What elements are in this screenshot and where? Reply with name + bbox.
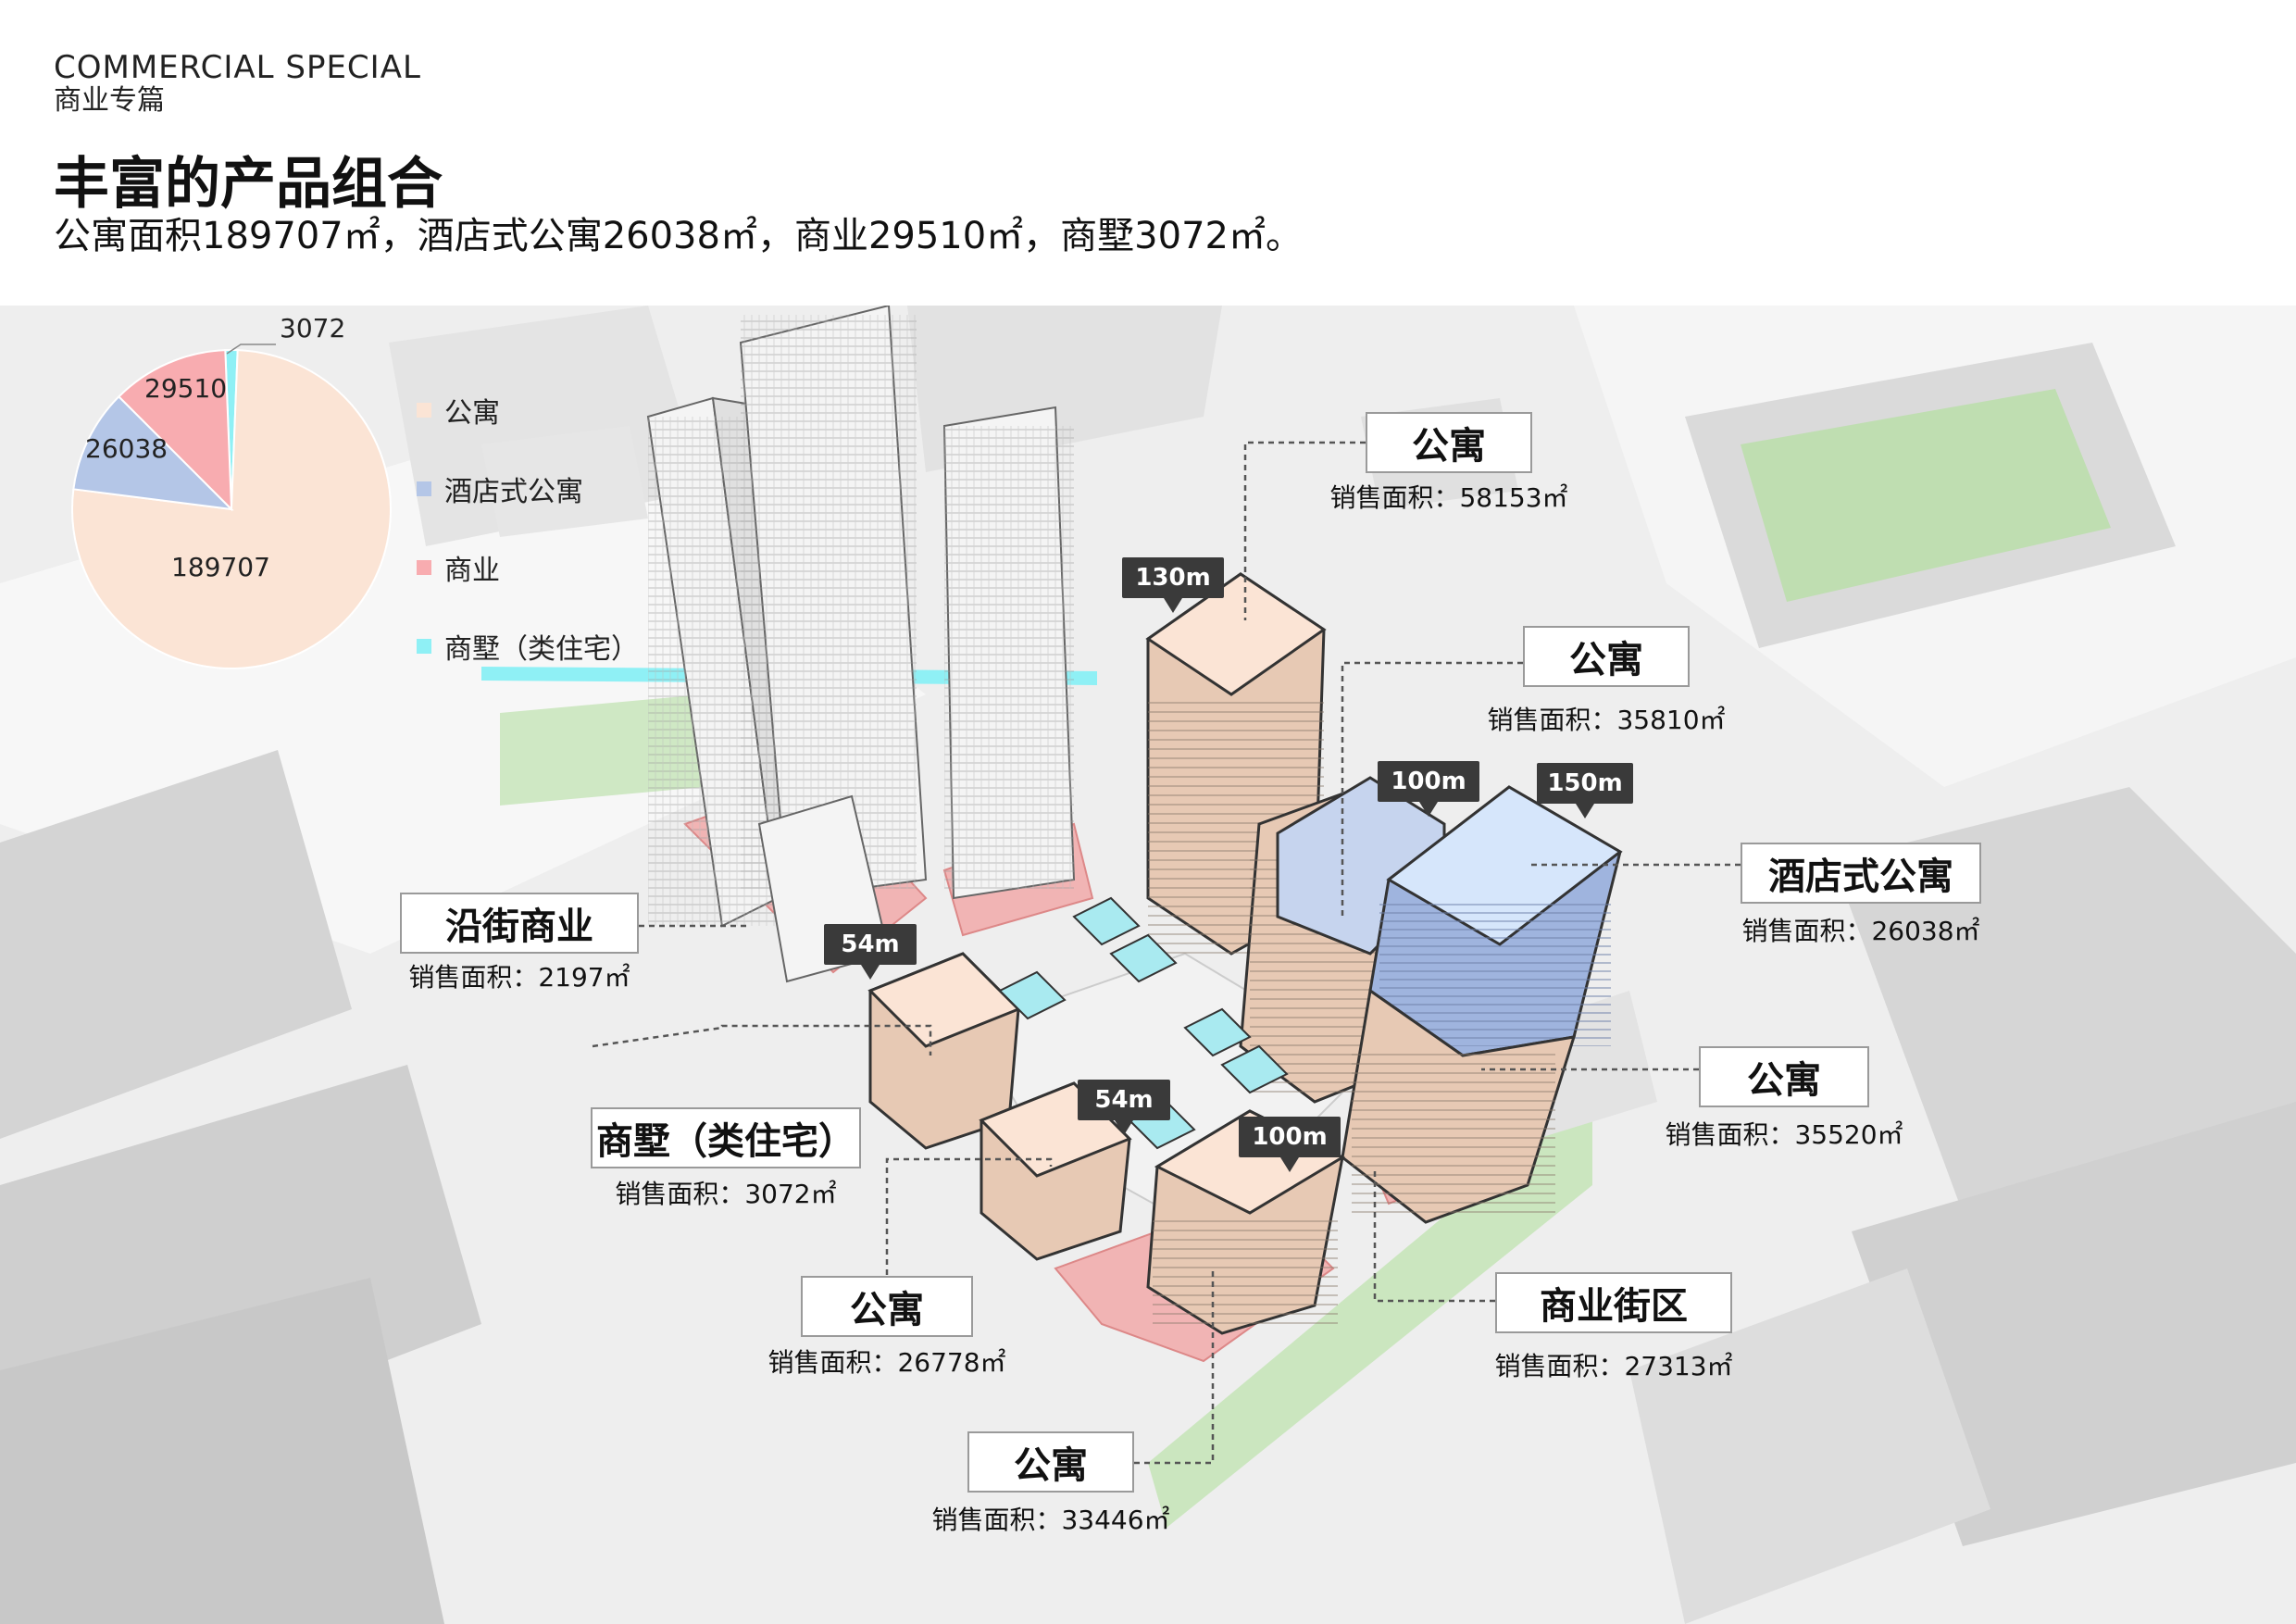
page-subtitle: 公寓面积189707㎡，酒店式公寓26038㎡，商业29510㎡，商墅3072㎡… [54,215,1303,257]
legend-label: 酒店式公寓 [444,475,583,508]
callout-apartment-33446: 公寓 [967,1431,1134,1493]
townhouses [867,896,1289,1261]
pie-label-apartment: 189707 [171,552,270,582]
height-badge-100m-b: 100m [1239,1117,1341,1172]
legend-item-townhouse: 商墅（类住宅） [417,606,639,685]
pie-slice-2 [117,349,233,512]
callout-area-2197: 销售面积：2197㎡ [408,962,630,993]
height-badge-54m-a: 54m [824,924,917,980]
white-towers [646,306,1076,983]
height-badge-100m-a: 100m [1378,761,1479,817]
tower-apartment-right [1341,988,1577,1224]
callout-townhouse: 商墅（类住宅） [591,1107,861,1168]
callout-area-58153: 销售面积：58153㎡ [1329,482,1568,513]
pie-legend: 公寓 酒店式公寓 商业 商墅（类住宅） [417,370,639,685]
site-aerial-view [0,306,2296,1624]
legend-swatch [417,559,431,575]
pie-label-townhouse: 3072 [280,313,346,344]
legend-swatch [417,481,431,496]
height-badge-150m: 150m [1537,763,1633,818]
pie-leader-line [226,344,276,355]
pie-label-commercial: 29510 [144,373,228,404]
callout-area-26038: 销售面积：26038㎡ [1741,916,1980,946]
callout-commercial-street: 商业街区 [1495,1272,1732,1333]
legend-label: 公寓 [444,396,500,430]
legend-item-hotel-apartment: 酒店式公寓 [417,449,639,528]
tower-hotel-apartment-150 [1276,776,1623,1057]
callout-apartment-26778: 公寓 [801,1276,973,1337]
callout-apartment-35810: 公寓 [1523,626,1690,687]
callout-area-27313: 销售面积：27313㎡ [1494,1351,1733,1381]
legend-label: 商业 [444,554,500,587]
callout-apartment-58153: 公寓 [1366,412,1532,473]
pie-label-hotel-apartment: 26038 [85,433,168,464]
callout-area-26778: 销售面积：26778㎡ [767,1347,1006,1378]
page-title: 丰富的产品组合 [54,152,443,217]
pie-chart [71,344,392,669]
pie-slice-1 [72,394,234,511]
callout-area-35520: 销售面积：35520㎡ [1665,1119,1903,1150]
section-kicker-en: COMMERCIAL SPECIAL [54,49,421,86]
callout-leaders [592,441,1741,1465]
callout-apartment-35520: 公寓 [1699,1046,1869,1107]
legend-item-commercial: 商业 [417,528,639,606]
height-badge-54m-b: 54m [1078,1080,1170,1135]
legend-item-apartment: 公寓 [417,370,639,449]
callout-area-3072: 销售面积：3072㎡ [615,1179,837,1209]
section-kicker-cn: 商业专篇 [54,83,165,117]
legend-swatch [417,638,431,654]
legend-label: 商墅（类住宅） [444,632,639,666]
page-header: COMMERCIAL SPECIAL 商业专篇 [54,49,421,117]
callout-area-35810: 销售面积：35810㎡ [1487,705,1726,735]
legend-swatch [417,402,431,418]
callout-hotel-apartment: 酒店式公寓 [1741,843,1981,904]
callout-street-commercial: 沿街商业 [400,893,639,954]
callout-area-33446: 销售面积：33446㎡ [931,1505,1170,1535]
height-badge-130m: 130m [1122,557,1224,613]
